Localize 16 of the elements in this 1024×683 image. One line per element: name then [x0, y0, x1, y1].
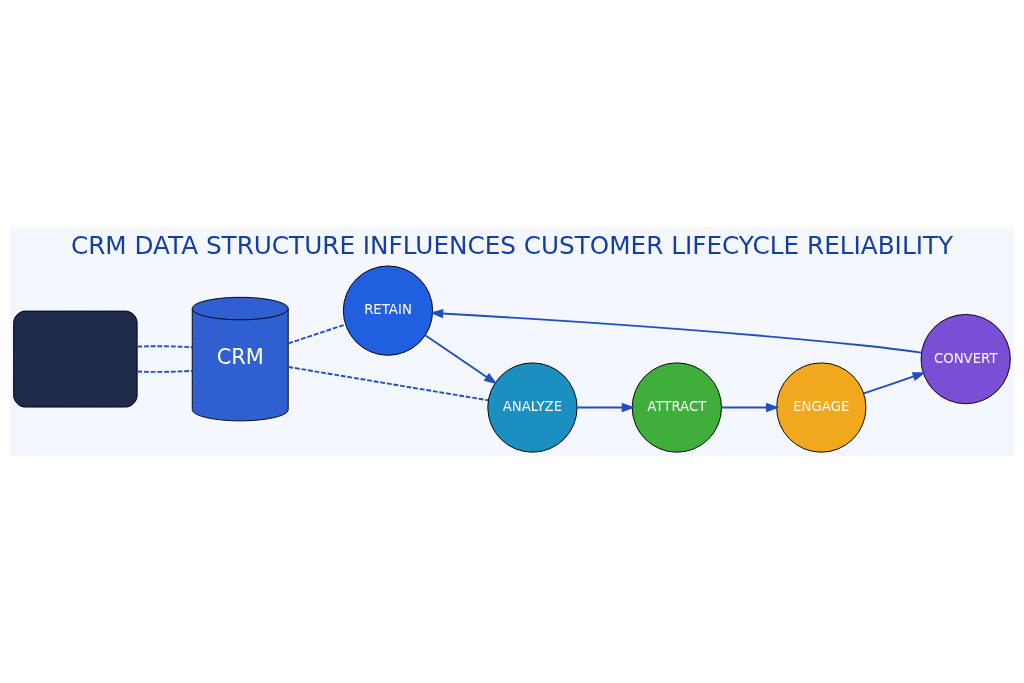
- diagram-title: CRM DATA STRUCTURE INFLUENCES CUSTOMER LIFECYCLE RELIABILITY: [70, 231, 954, 261]
- node-circle: ENGAGE: [776, 362, 867, 453]
- connector: [136, 345, 193, 349]
- node-circle: ATTRACT: [631, 362, 722, 453]
- connector: [287, 366, 489, 402]
- arrow: [862, 372, 926, 395]
- arrow: [576, 402, 635, 413]
- connector: [136, 369, 193, 373]
- node-box: [13, 310, 138, 408]
- connector: [287, 323, 347, 345]
- node-circle: ANALYZE: [487, 362, 578, 453]
- node-circle: RETAIN: [342, 265, 434, 356]
- arrow: [429, 308, 923, 354]
- arrow: [720, 402, 780, 413]
- arrow: [424, 334, 498, 385]
- node-circle: CONVERT: [920, 313, 1011, 405]
